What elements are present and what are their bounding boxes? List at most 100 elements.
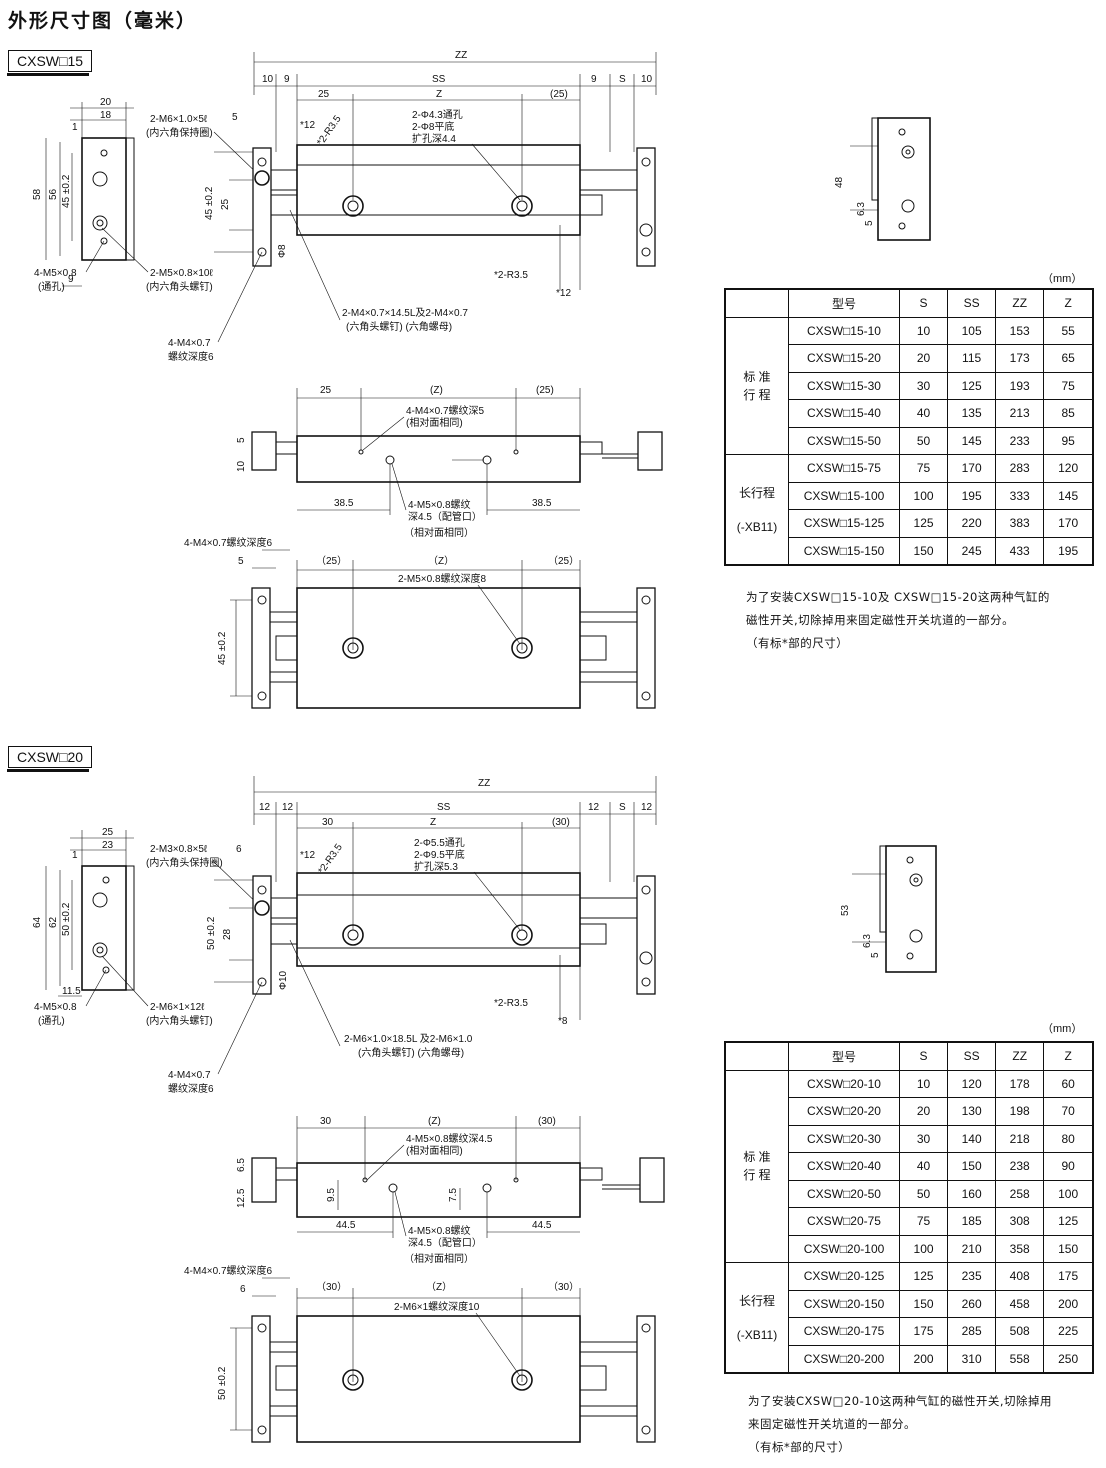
note-m5as: (通孔): [38, 281, 65, 293]
dim-z: Z: [430, 817, 436, 828]
note-hole: 2-Φ5.5通孔: [414, 837, 465, 849]
dim-r5: 5: [870, 952, 881, 958]
note-m4bs: (六角头螺钉) (六角螺母): [346, 321, 452, 333]
cell: CXSW□20-10: [788, 1069, 900, 1098]
dim-t6: 6: [240, 1284, 246, 1295]
unit-20: （mm）: [1042, 1023, 1083, 1035]
note-m3: 2-M3×0.8×5ℓ: [150, 844, 208, 855]
dim-50b: 50 ±0.2: [206, 916, 217, 950]
cell: 125: [898, 509, 949, 538]
note-m5a: 4-M5×0.8: [34, 268, 77, 279]
dim-28: 28: [222, 928, 233, 940]
cell: CXSW□20-175: [788, 1317, 900, 1346]
note-m4c: 4-M4×0.7螺纹深5: [406, 404, 485, 417]
th-s: S: [898, 1041, 949, 1071]
cell: 40: [898, 1152, 949, 1181]
note-r35b: *2-R3.5: [494, 998, 528, 1009]
th-z: Z: [1043, 1041, 1094, 1071]
dim-10a: 10: [262, 74, 274, 85]
dim-23: 23: [102, 840, 114, 851]
dim-1: 1: [72, 122, 78, 133]
note-m6: 2-M6×1.0×5ℓ: [150, 114, 208, 125]
dim-b445b: 44.5: [532, 1220, 552, 1231]
th-z: Z: [1043, 288, 1094, 318]
dim-t25b: （25）: [548, 555, 579, 567]
dim-45: 45 ±0.2: [61, 174, 72, 208]
cell: 185: [947, 1207, 997, 1236]
group-standard-label: 标 准 行 程: [743, 1150, 771, 1183]
cell: 50: [898, 426, 949, 455]
note-m4a: 4-M4×0.7: [168, 338, 211, 349]
cell: 75: [1043, 371, 1094, 400]
note-m5b: 2-M5×0.8×10ℓ: [150, 268, 213, 279]
cell: 10: [898, 1069, 949, 1098]
note-m5d: 2-M5×0.8螺纹深度8: [398, 572, 487, 585]
cell: 20: [898, 1097, 949, 1126]
cell: 408: [995, 1262, 1045, 1291]
dim-p25: (25): [550, 89, 568, 100]
cell: 95: [1043, 426, 1094, 455]
dim-5: 5: [232, 112, 238, 123]
unit-15: （mm）: [1042, 273, 1083, 285]
cell: 210: [947, 1234, 997, 1263]
dim-25w: 25: [102, 827, 114, 838]
cell: 125: [1043, 1207, 1094, 1236]
dim-s30: 30: [320, 1116, 332, 1127]
dim-v95: 9.5: [326, 1188, 337, 1202]
cell: 220: [947, 509, 997, 538]
note-m5as: (通孔): [38, 1015, 65, 1027]
note-m4d: 4-M4×0.7螺纹深度6: [184, 1264, 273, 1277]
cell: CXSW□20-125: [788, 1262, 900, 1291]
cell: 100: [898, 481, 949, 510]
cell: 65: [1043, 344, 1094, 373]
dim-62: 62: [48, 916, 59, 928]
dim-58: 58: [32, 188, 43, 200]
dim-18: 18: [100, 110, 112, 121]
cell: 120: [947, 1069, 997, 1098]
cell: 245: [947, 536, 997, 566]
dim-25a: 25: [318, 89, 330, 100]
cell: CXSW□20-30: [788, 1124, 900, 1153]
cell: 175: [898, 1317, 949, 1346]
cell: 150: [947, 1152, 997, 1181]
dim-v10: 10: [236, 460, 247, 472]
dim-t45: 45 ±0.2: [217, 631, 228, 665]
dim-r53: 53: [840, 904, 851, 916]
cell: 145: [947, 426, 997, 455]
cell: 218: [995, 1124, 1045, 1153]
cell: 178: [995, 1069, 1045, 1098]
cell: 75: [898, 1207, 949, 1236]
dim-s: S: [619, 802, 626, 813]
th-model: 型号: [788, 1041, 900, 1071]
cell: 150: [1043, 1234, 1094, 1263]
cell: 120: [1043, 454, 1094, 483]
dim-b385b: 38.5: [532, 498, 552, 509]
group-long-label: 长行程: [738, 1293, 775, 1308]
cell: 333: [995, 481, 1045, 510]
note-r35b: *2-R3.5: [494, 270, 528, 281]
note-m4d: 4-M4×0.7螺纹深度6: [184, 536, 273, 549]
note-star12: *12: [300, 850, 315, 861]
cell: CXSW□20-75: [788, 1207, 900, 1236]
dim-zz: ZZ: [455, 50, 467, 61]
cell: 383: [995, 509, 1045, 538]
cell: 283: [995, 454, 1045, 483]
cell: CXSW□15-75: [788, 454, 900, 483]
cell: 200: [1043, 1289, 1094, 1318]
switch-view-15: 48 6.3 5: [834, 117, 931, 241]
cell: CXSW□15-40: [788, 399, 900, 428]
cell: 20: [898, 344, 949, 373]
cell: 558: [995, 1344, 1045, 1374]
dim-10b: 10: [641, 74, 653, 85]
th-zz: ZZ: [995, 288, 1045, 318]
cell: 260: [947, 1289, 997, 1318]
